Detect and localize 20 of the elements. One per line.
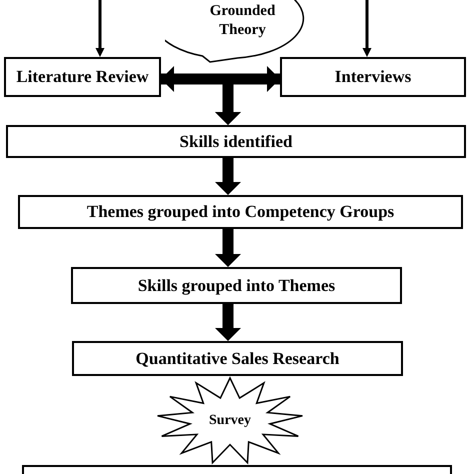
- process-box: [280, 57, 466, 97]
- node-label: Quantitative Sales Research: [136, 348, 340, 370]
- process-box: [71, 267, 402, 304]
- arrow: [96, 0, 104, 57]
- node-label: Survey: [209, 412, 251, 430]
- node-label: Grounded Theory: [208, 2, 276, 40]
- block-arrow: [215, 304, 241, 341]
- node-label: Skills identified: [180, 130, 292, 152]
- node-label: Skills grouped into Themes: [138, 274, 336, 296]
- arrow: [362, 0, 372, 57]
- node-label: Interviews: [334, 66, 412, 88]
- node-label: Literature Review: [16, 66, 149, 88]
- node-label: Themes grouped into Competency Groups: [86, 201, 394, 223]
- block-arrow: [215, 229, 241, 267]
- process-box: [6, 125, 466, 158]
- process-box: [72, 341, 403, 376]
- process-box: [4, 57, 161, 97]
- block-arrow: [215, 74, 280, 125]
- block-arrow: [215, 158, 241, 195]
- process-box: [18, 195, 463, 229]
